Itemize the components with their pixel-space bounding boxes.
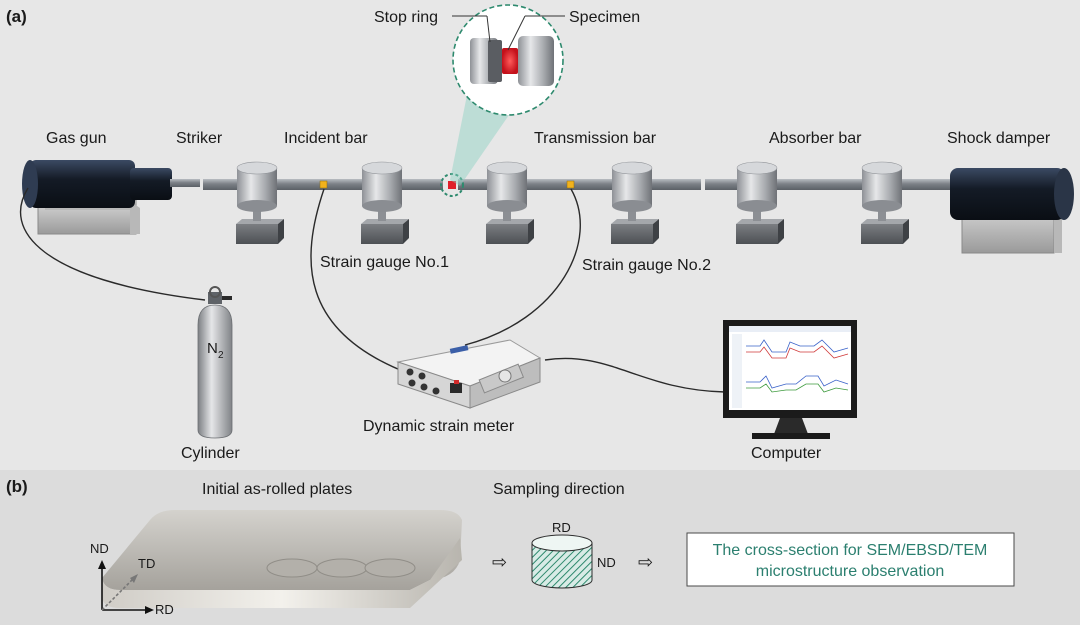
shock-damper-label: Shock damper [947, 130, 1051, 147]
sample-rd-label: RD [552, 520, 571, 535]
observation-box [686, 532, 1015, 587]
strain-gauge-1-marker [319, 180, 328, 189]
specimen-highlight-circle [440, 173, 464, 197]
specimen [502, 48, 518, 74]
gas-gun [22, 160, 200, 235]
bar-support [611, 161, 659, 244]
bar-support [486, 161, 534, 244]
panel-a-tag: (a) [6, 7, 27, 26]
specimen-marker [448, 181, 456, 189]
stop-ring-label: Stop ring [374, 9, 438, 26]
sample-cylinder [531, 534, 593, 589]
transmission-bar [458, 179, 701, 190]
axis-nd-label: ND [90, 541, 109, 556]
cylinder-gas-label: N [207, 340, 218, 357]
bar-support [236, 161, 284, 244]
specimen-inset [452, 4, 564, 116]
strain-gauge-2-marker [566, 180, 575, 189]
transmission-bar-label: Transmission bar [534, 130, 657, 147]
bar-support [736, 161, 784, 244]
bar-system [203, 173, 958, 197]
axis-rd-label: RD [155, 602, 174, 617]
arrow-icon-2: ⇨ [638, 552, 653, 572]
striker-label: Striker [176, 130, 223, 147]
plates-title: Initial as-rolled plates [202, 481, 352, 498]
bar-support [361, 161, 409, 244]
bar-support [861, 161, 909, 244]
computer [723, 320, 857, 439]
incident-bar-label: Incident bar [284, 130, 368, 147]
computer-label: Computer [751, 445, 822, 462]
bar-supports [236, 161, 909, 244]
panel-b-tag: (b) [6, 477, 28, 496]
gas-gun-label: Gas gun [46, 130, 106, 147]
specimen-label: Specimen [569, 9, 640, 26]
sampling-title: Sampling direction [493, 481, 625, 498]
arrow-icon-1: ⇨ [492, 552, 507, 572]
observation-line-1: The cross-section for SEM/EBSD/TEM [713, 542, 988, 559]
absorber-bar-label: Absorber bar [769, 130, 862, 147]
cylinder-gas-subscript: 2 [218, 350, 224, 361]
shock-damper [950, 168, 1074, 254]
sample-nd-label: ND [597, 555, 616, 570]
rolling-axes [98, 560, 154, 614]
gas-cylinder [197, 286, 233, 439]
strain-meter-label: Dynamic strain meter [363, 418, 515, 435]
as-rolled-plate [102, 510, 462, 608]
strain-gauge-2-label: Strain gauge No.2 [582, 257, 711, 274]
strain-gauge-1-label: Strain gauge No.1 [320, 254, 449, 271]
axis-td-label: TD [138, 556, 155, 571]
dynamic-strain-meter [396, 339, 542, 409]
cylinder-label: Cylinder [181, 445, 240, 462]
absorber-bar [705, 179, 958, 190]
wires [19, 187, 726, 393]
observation-line-2: microstructure observation [756, 563, 945, 580]
